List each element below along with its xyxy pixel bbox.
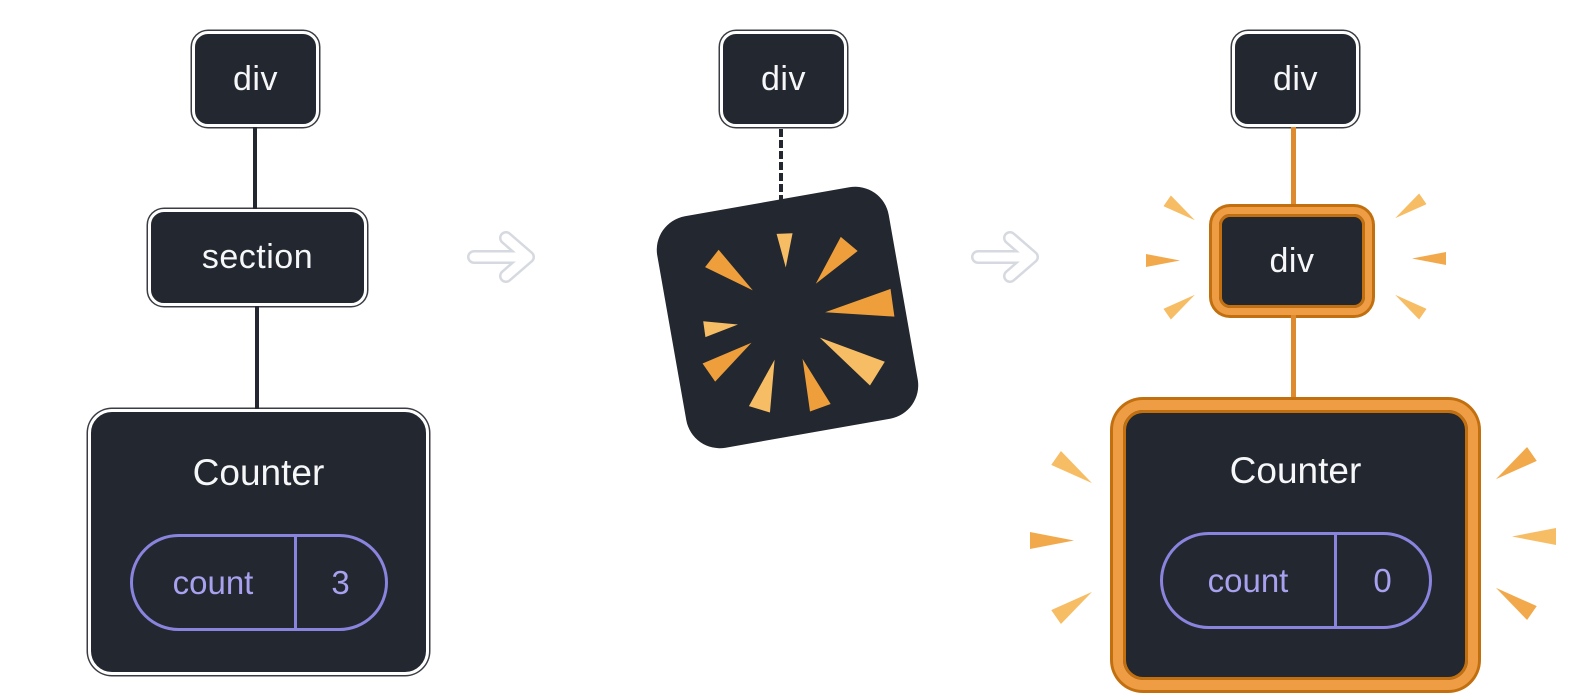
node-label: section <box>201 238 314 276</box>
counter-component-after: Counter count 0 <box>1113 400 1478 690</box>
deleted-node-square <box>656 186 919 449</box>
node-root-before: div <box>192 31 319 127</box>
tree-line-after-1 <box>1291 127 1296 207</box>
node-root-after: div <box>1232 31 1359 127</box>
node-label: div <box>761 59 806 98</box>
spark-icon <box>1030 532 1074 549</box>
right-arrow-icon <box>971 231 1039 283</box>
state-key: count <box>1207 561 1289 599</box>
node-label: div <box>233 59 278 98</box>
spark-icon <box>1491 447 1537 486</box>
spark-icon <box>1051 585 1097 624</box>
state-value: 3 <box>293 537 385 628</box>
node-label: div <box>1269 241 1315 280</box>
burst-shards <box>702 233 895 413</box>
tree-line-before-2 <box>255 306 259 411</box>
state-value: 0 <box>1333 535 1429 626</box>
explosion-icon <box>656 186 919 449</box>
node-section-before: section <box>148 209 367 306</box>
spark-icon <box>1051 451 1097 490</box>
spark-icon <box>1412 252 1446 265</box>
counter-component-before: Counter count 3 <box>88 409 429 675</box>
spark-icon <box>1163 195 1198 225</box>
right-arrow-icon <box>467 231 535 283</box>
spark-icon <box>1391 193 1426 223</box>
component-title: Counter <box>1229 450 1362 491</box>
node-root-middle: div <box>720 31 847 127</box>
spark-icon <box>1391 289 1426 319</box>
dashed-line <box>779 129 783 203</box>
component-title: Counter <box>192 452 325 493</box>
node-label: div <box>1273 59 1318 98</box>
state-pill: count 0 <box>1159 532 1432 629</box>
spark-icon <box>1146 254 1180 267</box>
state-key: count <box>172 563 254 601</box>
spark-icon <box>1491 581 1537 620</box>
spark-icon <box>1163 289 1198 319</box>
node-div-new: div <box>1212 207 1372 315</box>
tree-line-after-2 <box>1291 315 1296 400</box>
state-pill: count 3 <box>129 534 388 631</box>
spark-icon <box>1512 528 1556 545</box>
tree-line-before-1 <box>253 127 257 211</box>
